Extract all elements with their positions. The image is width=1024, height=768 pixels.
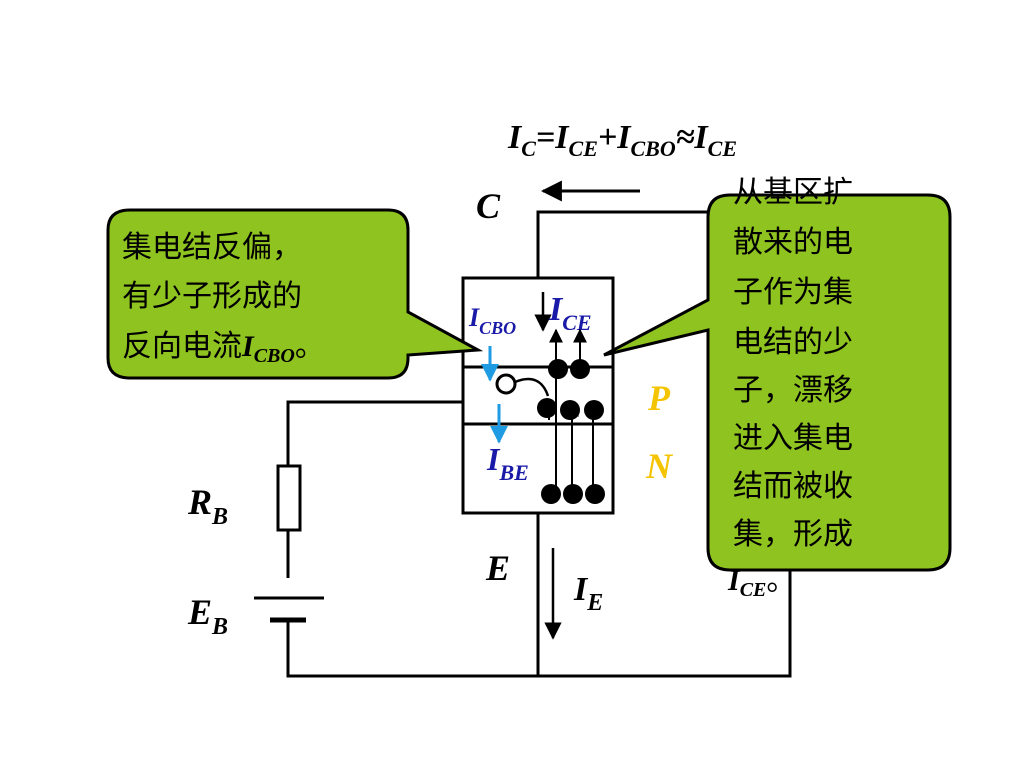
left-callout: 集电结反偏， 有少子形成的 反向电流ICBO。	[106, 208, 484, 380]
ibe-label: IBE	[486, 441, 529, 485]
right-callout-line9: ICE。	[727, 563, 796, 601]
collector-label: C	[476, 186, 501, 226]
electron	[560, 400, 580, 420]
right-callout-text: 从基区扩 散来的电 子作为集 电结的少 子，漂移 进入集电 结而被收 集，形成 …	[727, 175, 853, 601]
p-region-label: P	[647, 378, 671, 418]
electron	[548, 359, 568, 379]
current-formula: IC=ICE+ICBO≈ICE	[507, 119, 737, 161]
resistor-rb	[276, 464, 302, 532]
hole-link	[514, 377, 550, 397]
right-callout-line4: 电结的少	[733, 325, 853, 360]
n-region-label: N	[645, 446, 674, 486]
left-callout-line3: 反向电流ICBO。	[122, 329, 325, 367]
electron	[563, 484, 583, 504]
right-callout-line6: 进入集电	[733, 421, 853, 456]
icbo-label: ICBO	[468, 303, 516, 338]
rb-label: RB	[187, 482, 228, 530]
right-callout: 从基区扩 散来的电 子作为集 电结的少 子，漂移 进入集电 结而被收 集，形成 …	[603, 175, 952, 601]
emitter-label: E	[485, 548, 510, 588]
right-callout-line5: 子，漂移	[733, 373, 853, 408]
left-callout-line1: 集电结反偏，	[122, 230, 302, 265]
ie-label: IE	[573, 571, 603, 616]
electron	[584, 400, 604, 420]
hole-symbol	[495, 373, 517, 395]
right-callout-line8: 集，形成	[733, 517, 853, 552]
right-callout-line3: 子作为集	[733, 275, 853, 310]
right-callout-line7: 结而被收	[733, 469, 853, 504]
electron-group	[537, 328, 605, 504]
eb-label: EB	[187, 592, 228, 640]
right-callout-line1: 从基区扩	[733, 175, 853, 210]
electron	[585, 484, 605, 504]
electron	[537, 398, 557, 418]
electron	[570, 359, 590, 379]
electron	[541, 484, 561, 504]
right-callout-line2: 散来的电	[733, 225, 853, 260]
left-callout-line2: 有少子形成的	[122, 279, 302, 314]
